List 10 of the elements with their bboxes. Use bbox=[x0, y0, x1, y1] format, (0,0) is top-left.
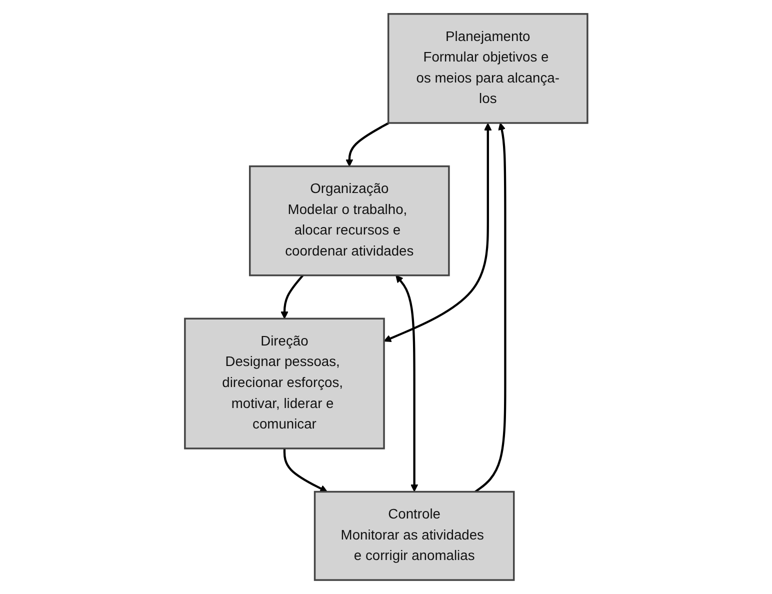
node-box: Planejamento Formular objetivos e os meios para alcança-los bbox=[387, 13, 588, 124]
arrow bbox=[474, 122, 506, 493]
node-box: Controle Monitorar as atividades e corrigir anomalias bbox=[314, 490, 515, 581]
arrow bbox=[395, 275, 418, 492]
arrow bbox=[345, 122, 390, 167]
arrow bbox=[280, 274, 304, 319]
node-box: Direção Designar pessoas, direcionar esforços, motivar, liderar e comunicar bbox=[184, 318, 385, 450]
node-box: Organização Modelar o trabalho, alocar recursos e coordenar atividades bbox=[248, 165, 450, 276]
arrow bbox=[384, 123, 492, 342]
arrow bbox=[283, 448, 328, 492]
